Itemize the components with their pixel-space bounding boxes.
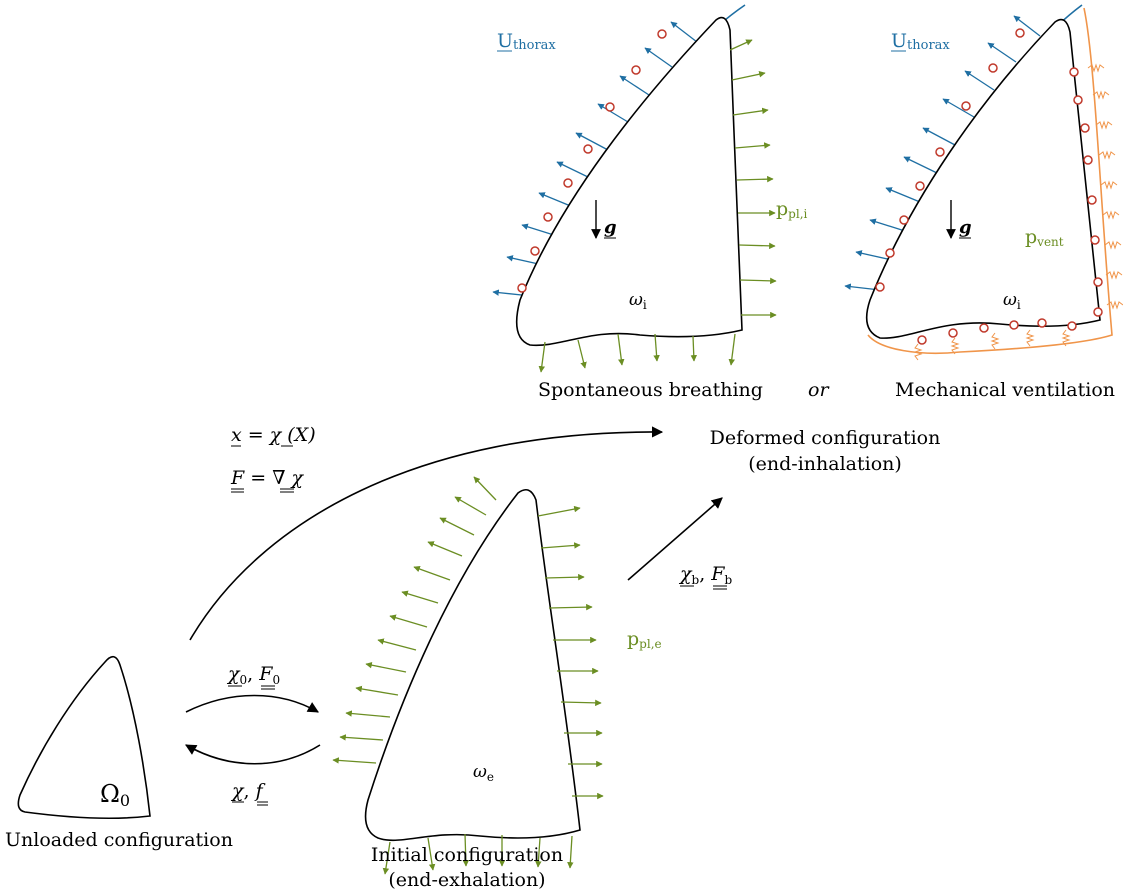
caption-unloaded: Unloaded configuration <box>5 829 233 851</box>
arrow-unloaded-to-deformed <box>189 426 664 641</box>
pleural-pressure-label-inhalation: ppl,i <box>776 198 808 221</box>
omega-i-label-spontaneous: ωi <box>629 290 647 312</box>
mapping-equations: x = χ (X) F = ∇ χ χb, Fb χ0, F0 χ, f <box>185 424 732 806</box>
contact-circles-spontaneous <box>517 29 667 293</box>
caption-or: or <box>808 379 830 401</box>
spontaneous-breathing-panel: g ωi Uthorax ppl,i Spontaneous breathing <box>492 4 808 401</box>
mechanical-ventilation-panel: g ωi Uthorax pvent Mechanical ventilatio… <box>844 4 1123 401</box>
label-chi-0: χ0, F0 <box>226 663 280 687</box>
omega-i-label-mechanical: ωi <box>1003 290 1021 312</box>
Omega0-label: Ω0 <box>100 780 130 810</box>
pleural-pressure-label-exhalation: ppl,e <box>627 628 662 651</box>
equation-x-chi: x = χ (X) <box>231 424 316 446</box>
ventilation-pressure-label: pvent <box>1025 226 1064 249</box>
contact-circles-mechanical <box>875 28 1103 345</box>
lung-shape-mechanical <box>865 18 1101 339</box>
arrow-initial-to-deformed <box>627 497 723 581</box>
initial-configuration-panel: ωe ppl,e Initial configuration (end-exha… <box>332 476 662 890</box>
pleural-pressure-arrows-spontaneous <box>538 39 777 373</box>
thorax-label-mechanical: Uthorax <box>891 30 950 53</box>
arrow-unloaded-to-initial <box>185 694 319 713</box>
ventilation-springs <box>913 63 1123 361</box>
lung-shape-unloaded <box>17 655 151 820</box>
lung-shape-spontaneous <box>515 16 743 347</box>
unloaded-configuration-panel: Ω0 Unloaded configuration <box>5 655 233 851</box>
gravity-label-mechanical: g <box>959 217 972 238</box>
caption-initial-line1: Initial configuration <box>371 844 563 866</box>
caption-deformed-line2: (end-inhalation) <box>748 453 902 475</box>
ventilation-boundary <box>867 7 1113 355</box>
caption-initial-line2: (end-exhalation) <box>388 869 545 890</box>
equation-F-grad: F = ∇ χ <box>230 467 305 489</box>
caption-deformed-line1: Deformed configuration <box>710 427 941 449</box>
label-chi-b: χb, Fb <box>678 563 732 587</box>
arrow-initial-to-unloaded <box>185 744 321 765</box>
omega-e-label: ωe <box>473 762 494 784</box>
gravity-label-spontaneous: g <box>604 217 617 238</box>
caption-spontaneous-breathing: Spontaneous breathing <box>538 379 763 401</box>
caption-mechanical-ventilation: Mechanical ventilation <box>895 379 1115 401</box>
pleural-pressure-arrows-initial <box>332 476 604 875</box>
label-chi-inverse: χ, f <box>230 780 266 802</box>
thorax-label-spontaneous: Uthorax <box>497 30 556 53</box>
lung-shape-initial <box>364 488 581 842</box>
